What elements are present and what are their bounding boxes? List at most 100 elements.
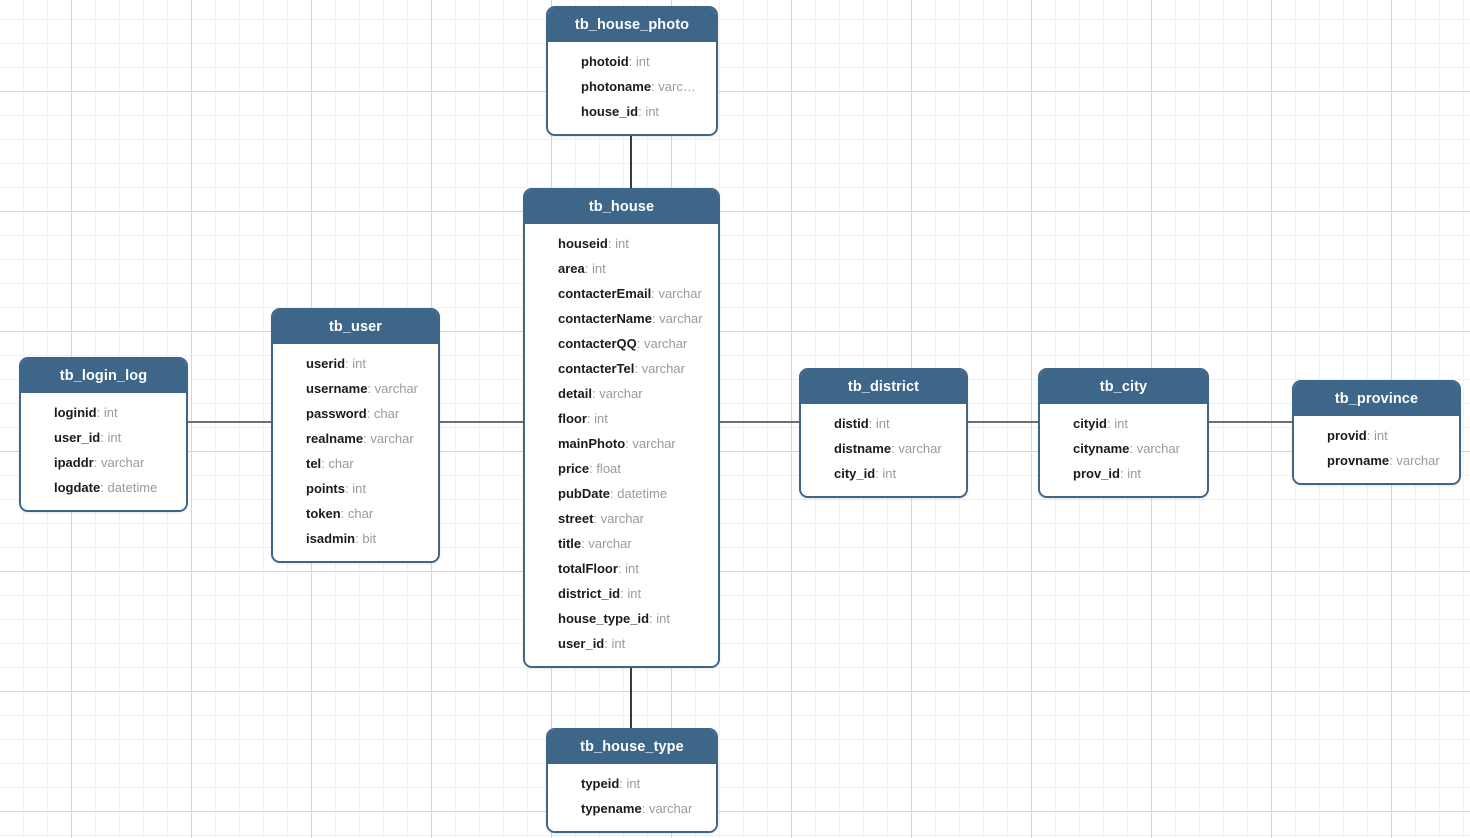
- field-row[interactable]: points: int: [273, 476, 438, 501]
- field-row[interactable]: contacterName: varchar: [525, 306, 718, 331]
- field-type: int: [1127, 466, 1141, 481]
- field-row[interactable]: tel: char: [273, 451, 438, 476]
- field-row[interactable]: detail: varchar: [525, 381, 718, 406]
- field-row[interactable]: prov_id: int: [1040, 461, 1207, 486]
- field-row[interactable]: cityid: int: [1040, 411, 1207, 436]
- field-separator: :: [649, 611, 657, 626]
- field-row[interactable]: typeid: int: [548, 771, 716, 796]
- entity-title-tb_city: tb_city: [1040, 370, 1207, 404]
- field-type: varchar: [1136, 441, 1180, 456]
- field-name: city_id: [834, 466, 876, 481]
- field-row[interactable]: loginid: int: [21, 400, 186, 425]
- field-row[interactable]: token: char: [273, 501, 438, 526]
- connector-user-to-house[interactable]: [438, 421, 525, 423]
- field-type: char: [347, 506, 374, 521]
- entity-title-tb_province: tb_province: [1294, 382, 1459, 416]
- field-row[interactable]: typename: varchar: [548, 796, 716, 821]
- field-name: district_id: [558, 586, 621, 601]
- field-row[interactable]: provname: varchar: [1294, 448, 1459, 473]
- field-row[interactable]: ipaddr: varchar: [21, 450, 186, 475]
- field-separator: :: [1106, 416, 1115, 431]
- connector-login_log-to-user[interactable]: [186, 421, 273, 423]
- field-separator: :: [100, 480, 108, 495]
- field-type: varchar: [658, 286, 702, 301]
- field-separator: :: [651, 286, 659, 301]
- field-type: int: [103, 405, 118, 420]
- field-row[interactable]: user_id: int: [525, 631, 718, 656]
- connector-city-to-province[interactable]: [1207, 421, 1294, 423]
- field-name: user_id: [558, 636, 605, 651]
- field-row[interactable]: username: varchar: [273, 376, 438, 401]
- field-name: area: [558, 261, 585, 276]
- field-separator: :: [636, 336, 644, 351]
- field-row[interactable]: photoid: int: [548, 49, 716, 74]
- field-separator: :: [366, 406, 374, 421]
- field-row[interactable]: isadmin: bit: [273, 526, 438, 551]
- field-name: userid: [306, 356, 346, 371]
- field-type: varchar: [898, 441, 942, 456]
- field-row[interactable]: house_type_id: int: [525, 606, 718, 631]
- field-row[interactable]: userid: int: [273, 351, 438, 376]
- field-name: contacterName: [558, 311, 652, 326]
- entity-title-tb_district: tb_district: [801, 370, 966, 404]
- field-name: photoname: [581, 79, 652, 94]
- field-separator: :: [891, 441, 899, 456]
- field-type: int: [882, 466, 897, 481]
- field-row[interactable]: distname: varchar: [801, 436, 966, 461]
- field-row[interactable]: district_id: int: [525, 581, 718, 606]
- field-row[interactable]: city_id: int: [801, 461, 966, 486]
- field-row[interactable]: pubDate: datetime: [525, 481, 718, 506]
- field-name: ipaddr: [54, 455, 94, 470]
- field-separator: :: [607, 236, 616, 251]
- field-row[interactable]: contacterEmail: varchar: [525, 281, 718, 306]
- field-row[interactable]: title: varchar: [525, 531, 718, 556]
- connector-district-to-city[interactable]: [966, 421, 1040, 423]
- field-separator: :: [868, 416, 876, 431]
- field-row[interactable]: distid: int: [801, 411, 966, 436]
- field-row[interactable]: floor: int: [525, 406, 718, 431]
- field-row[interactable]: user_id: int: [21, 425, 186, 450]
- field-row[interactable]: logdate: datetime: [21, 475, 186, 500]
- field-type: varchar: [370, 431, 414, 446]
- field-separator: :: [340, 506, 348, 521]
- field-type: char: [328, 456, 354, 471]
- connector-house-to-district[interactable]: [718, 421, 801, 423]
- field-row[interactable]: realname: varchar: [273, 426, 438, 451]
- field-name: street: [558, 511, 594, 526]
- field-type: int: [635, 54, 650, 69]
- connector-house-to-house_type[interactable]: [630, 664, 632, 730]
- field-row[interactable]: contacterQQ: varchar: [525, 331, 718, 356]
- field-row[interactable]: provid: int: [1294, 423, 1459, 448]
- connector-house_photo-to-house[interactable]: [630, 128, 632, 190]
- field-row[interactable]: totalFloor: int: [525, 556, 718, 581]
- field-name: distid: [834, 416, 869, 431]
- field-row[interactable]: contacterTel: varchar: [525, 356, 718, 381]
- field-row[interactable]: cityname: varchar: [1040, 436, 1207, 461]
- field-name: provid: [1327, 428, 1367, 443]
- field-separator: :: [634, 361, 642, 376]
- field-row[interactable]: houseid: int: [525, 231, 718, 256]
- field-row[interactable]: area: int: [525, 256, 718, 281]
- field-type: varchar: [100, 455, 145, 470]
- field-name: realname: [306, 431, 364, 446]
- field-separator: :: [367, 381, 375, 396]
- field-row[interactable]: mainPhoto: varchar: [525, 431, 718, 456]
- field-row[interactable]: house_id: int: [548, 99, 716, 124]
- field-type: int: [1373, 428, 1388, 443]
- field-row[interactable]: price: float: [525, 456, 718, 481]
- field-row[interactable]: photoname: varc…: [548, 74, 716, 99]
- field-separator: :: [638, 104, 646, 119]
- field-row[interactable]: street: varchar: [525, 506, 718, 531]
- field-row[interactable]: password: char: [273, 401, 438, 426]
